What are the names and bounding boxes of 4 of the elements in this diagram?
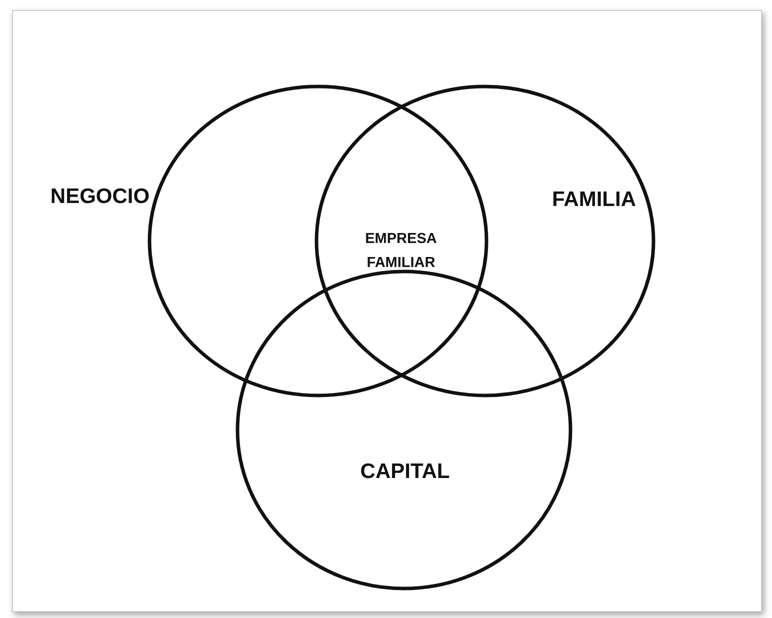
intersection-label: EMPRESA FAMILIAR <box>364 230 438 273</box>
set-label: NEGOCIO <box>50 185 150 209</box>
set-label: FAMILIA <box>552 188 636 212</box>
set-label: CAPITAL <box>360 460 450 484</box>
